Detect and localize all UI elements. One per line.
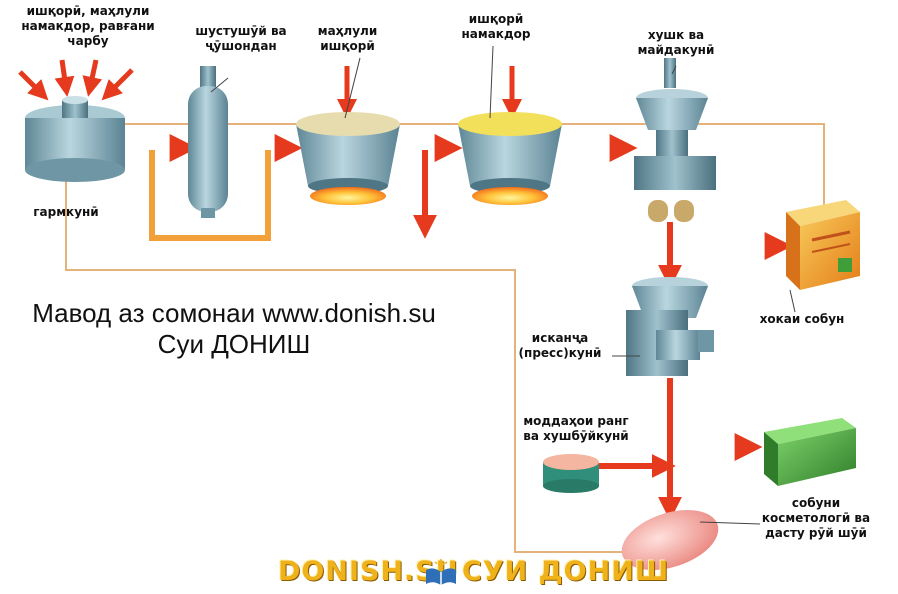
- label-washing: шустушӯй ва ҷӯшондан: [195, 24, 287, 53]
- soap-powder-box: [786, 200, 860, 290]
- label-cosmetic-soap: собуни косметологӣ ва дасту рӯй шӯӣ: [761, 496, 871, 540]
- green-soap-bar: [764, 418, 856, 486]
- washing-column: [188, 66, 228, 218]
- label-drying: хушк ва майдакунӣ: [637, 28, 715, 57]
- heater-tank: [25, 96, 125, 182]
- watermark-text: Мавод аз сомонаи www.donish.su Суи ДОНИШ: [32, 298, 436, 359]
- label-alkali-solution: маҳлули ишқорӣ: [317, 24, 378, 53]
- label-leaders: [210, 45, 796, 525]
- book-icon: [424, 558, 458, 588]
- drying-machine: [634, 58, 716, 222]
- flow-arrows: [18, 59, 793, 521]
- pipe-loop: [149, 150, 271, 241]
- label-soap-powder: хокаи собун: [759, 312, 845, 326]
- logo-right: СУИ ДОНИШ: [462, 556, 670, 587]
- boiling-kettle: [296, 112, 400, 205]
- pink-soap: [621, 510, 719, 570]
- press-machine: [626, 277, 714, 376]
- label-dyes: моддаҳои ранг ва хушбӯйкунӣ: [523, 414, 629, 443]
- label-salt-alkali: ишқорӣ намакдор: [461, 12, 531, 41]
- salting-kettle: [458, 112, 562, 205]
- label-pressing: исканҷа (пресс)кунӣ: [518, 331, 602, 360]
- dye-dish: [543, 454, 599, 493]
- label-ingredients: ишқорӣ, маҳлули намакдор, равғани чарбу: [21, 4, 155, 48]
- label-heating: гармкунӣ: [33, 205, 99, 219]
